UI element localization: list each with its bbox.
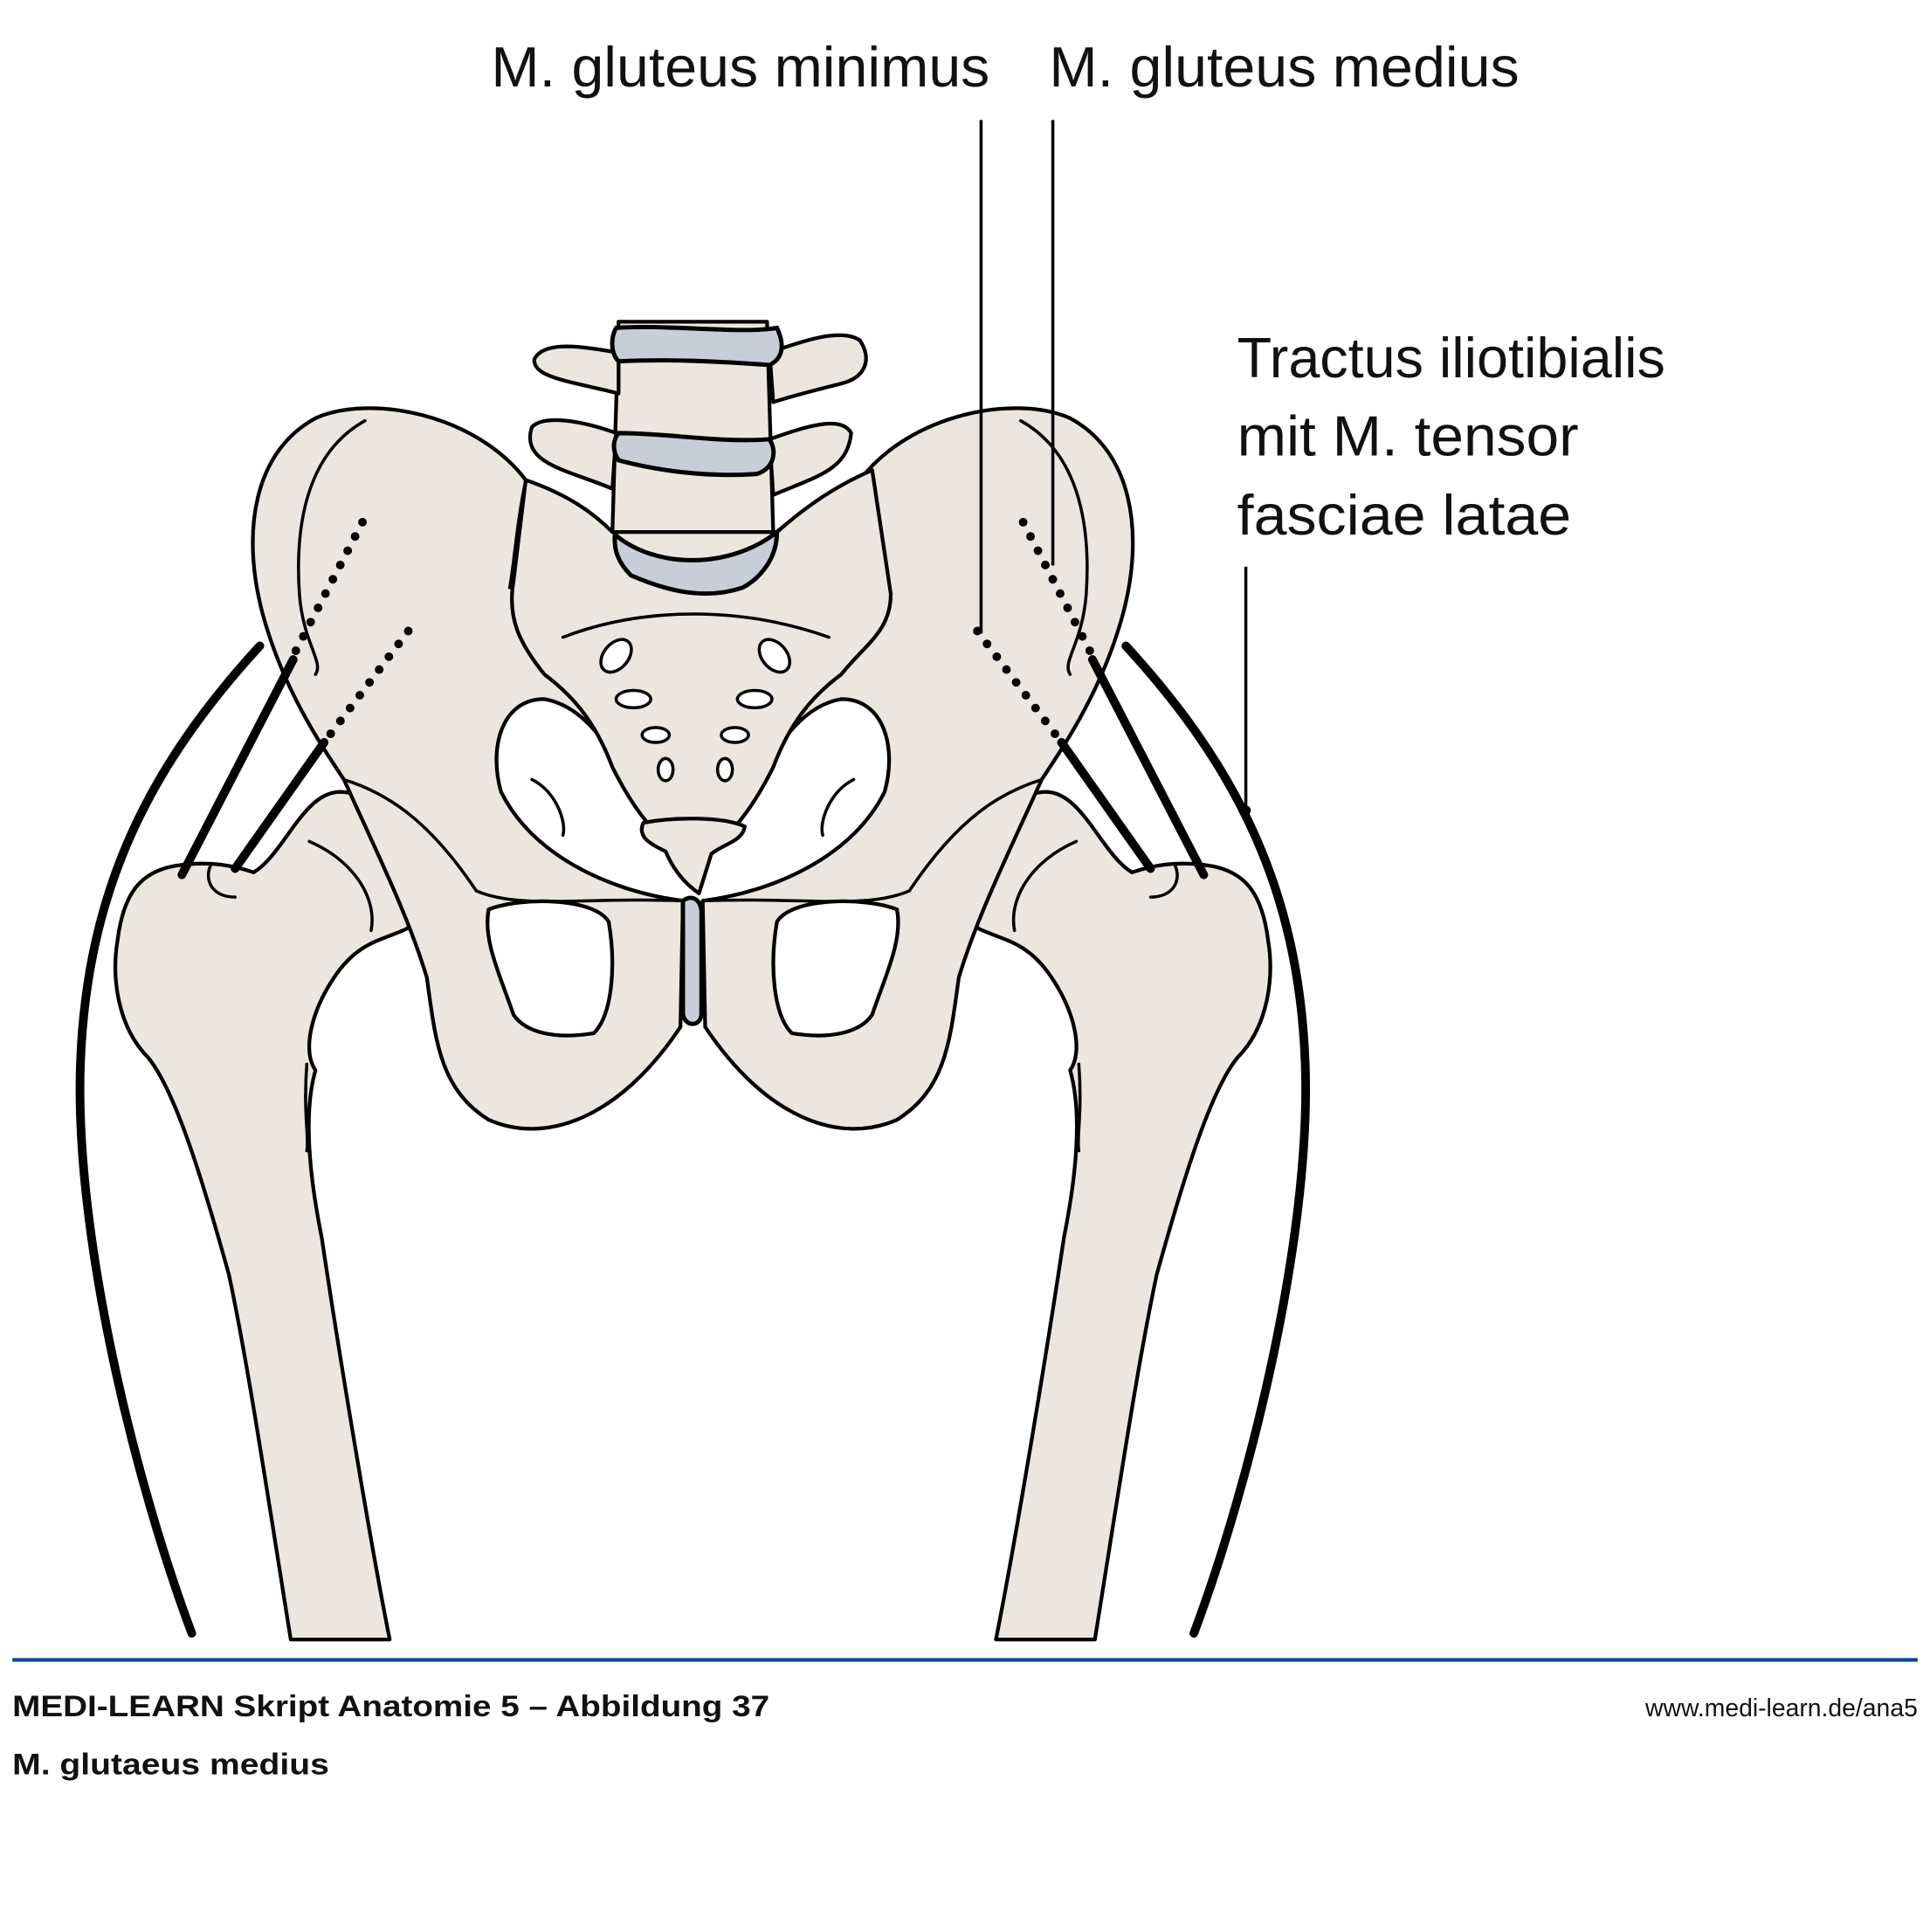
coccyx	[639, 817, 747, 895]
footer-rule	[12, 1658, 1918, 1662]
label-tractus-line3: fasciae latae	[1237, 483, 1572, 547]
footer-title: MEDI-LEARN Skript Anatomie 5 – Abbildung…	[12, 1690, 769, 1723]
lumbar-spine	[527, 320, 868, 535]
intervertebral-disc	[611, 431, 776, 478]
footer-url: www.medi-learn.de/ana5	[1644, 1694, 1918, 1722]
sacrum	[509, 468, 893, 856]
label-tractus-line2: mit M. tensor	[1237, 404, 1579, 467]
sacral-foramina	[599, 638, 792, 783]
intervertebral-disc	[610, 324, 784, 368]
footer-subtitle: M. glutaeus medius	[12, 1749, 329, 1782]
label-gluteus-minimus: M. gluteus minimus	[491, 35, 989, 99]
label-gluteus-medius: M. gluteus medius	[1049, 35, 1519, 99]
pubic-symphysis	[680, 895, 704, 1026]
sacral-disc	[612, 528, 780, 597]
label-tractus-line1: Tractus iliotibialis	[1237, 326, 1665, 390]
